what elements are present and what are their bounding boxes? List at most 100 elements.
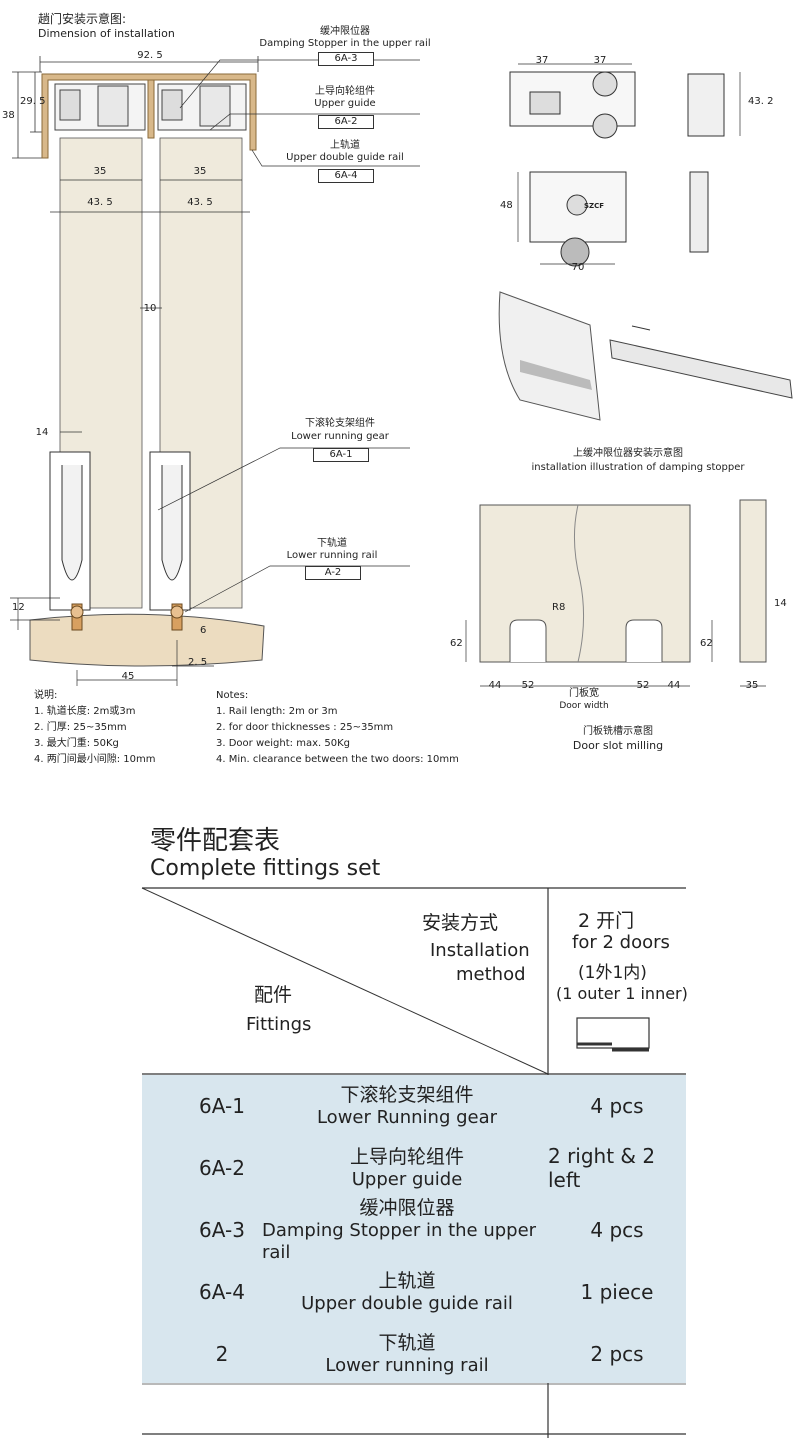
door-inner bbox=[159, 137, 243, 609]
slot-44-right: 44 bbox=[667, 680, 681, 691]
row-name-en: Damping Stopper in the upper rail bbox=[262, 1220, 537, 1263]
callout-6a3-en: Damping Stopper in the upper rail bbox=[259, 38, 431, 49]
header-method-en-1: Installation bbox=[430, 940, 530, 961]
floor bbox=[29, 613, 265, 667]
callout-6a4-en: Upper double guide rail bbox=[286, 152, 404, 163]
header-col-line2: for 2 doors bbox=[572, 932, 670, 953]
plate-side-view bbox=[689, 171, 709, 253]
row-qty: 4 pcs bbox=[590, 1218, 644, 1242]
dim-gear-width: 14 bbox=[35, 427, 49, 438]
stopper-install-illustration bbox=[498, 291, 601, 421]
callout-a2-zh: 下轨道 bbox=[317, 538, 347, 549]
row-name-en: Upper double guide rail bbox=[301, 1293, 513, 1314]
header-col-line4: (1 outer 1 inner) bbox=[556, 984, 688, 1003]
row-name: 上导向轮组件 Upper guide bbox=[262, 1137, 552, 1199]
fittings-title-en: Complete fittings set bbox=[150, 856, 381, 881]
slot-side-14: 14 bbox=[774, 598, 787, 609]
callout-6a1-en: Lower running gear bbox=[291, 431, 389, 442]
callout-6a2-en: Upper guide bbox=[314, 98, 376, 109]
callout-a2-code: A-2 bbox=[305, 566, 361, 580]
notes-en-item: 3. Door weight: max. 50Kg bbox=[216, 738, 350, 749]
notes-en-item: 1. Rail length: 2m or 3m bbox=[216, 706, 338, 717]
row-name: 上轨道 Upper double guide rail bbox=[262, 1261, 552, 1323]
row-name-en: Upper guide bbox=[351, 1169, 463, 1190]
dim-bottom-45: 45 bbox=[121, 671, 135, 682]
table-row: 6A-1 下滚轮支架组件 Lower Running gear 4 pcs bbox=[142, 1075, 686, 1137]
slot-44-left: 44 bbox=[488, 680, 502, 691]
slot-52-left: 52 bbox=[521, 680, 535, 691]
notes-en-item: 4. Min. clearance between the two doors:… bbox=[216, 754, 459, 765]
table-row: 2 下轨道 Lower running rail 2 pcs bbox=[142, 1323, 686, 1383]
slot-caption-en: Door slot milling bbox=[572, 739, 664, 752]
top-view-dim-b: 37 bbox=[593, 55, 607, 66]
plate-dim-w: 70 bbox=[571, 262, 585, 273]
stopper-side-view bbox=[687, 73, 725, 137]
plate-brand: SZCF bbox=[584, 202, 605, 210]
notes-zh-item: 3. 最大门重: 50Kg bbox=[34, 738, 119, 749]
dim-door-a: 35 bbox=[93, 166, 107, 177]
row-name: 下滚轮支架组件 Lower Running gear bbox=[262, 1075, 552, 1137]
top-view-dim-h: 43. 2 bbox=[748, 96, 774, 107]
row-qty: 1 piece bbox=[580, 1280, 654, 1304]
callout-6a3-zh: 缓冲限位器 bbox=[320, 26, 370, 37]
row-name-zh: 下滚轮支架组件 bbox=[340, 1084, 474, 1106]
callout-a2-en: Lower running rail bbox=[286, 550, 378, 561]
row-qty: 2 right & 2 left bbox=[548, 1144, 656, 1192]
installation-title-en: Dimension of installation bbox=[38, 27, 175, 40]
slot-62-right: 62 bbox=[700, 638, 713, 649]
notes-zh-title: 说明: bbox=[34, 690, 58, 701]
notes-en-title: Notes: bbox=[216, 690, 249, 701]
header-fittings-en: Fittings bbox=[246, 1014, 312, 1035]
fittings-table-section: 零件配套表 Complete fittings set 安装方式 Install… bbox=[0, 800, 800, 1438]
header-col-line3: (1外1内) bbox=[578, 963, 647, 983]
row-name-en: Lower running rail bbox=[325, 1355, 489, 1376]
row-name: 下轨道 Lower running rail bbox=[262, 1323, 552, 1385]
plate-dim-h: 48 bbox=[500, 200, 513, 211]
upper-rail bbox=[41, 73, 257, 159]
row-name-zh: 上导向轮组件 bbox=[349, 1146, 464, 1168]
notes-en-item: 2. for door thicknesses : 25~35mm bbox=[216, 722, 394, 733]
dim-height-inner: 29. 5 bbox=[20, 96, 46, 107]
stopper-caption-zh: 上缓冲限位器安装示意图 bbox=[573, 448, 683, 459]
door-slot-side bbox=[739, 499, 767, 663]
dim-rail-a: 43. 5 bbox=[87, 197, 113, 208]
dim-bottom-12: 12 bbox=[12, 602, 25, 613]
header-method-zh: 安装方式 bbox=[422, 912, 499, 934]
header-fittings-zh: 配件 bbox=[254, 984, 293, 1006]
slot-caption-zh: 门板铣槽示意图 bbox=[583, 726, 653, 737]
notes-zh-item: 2. 门厚: 25~35mm bbox=[34, 722, 127, 733]
table-row: 6A-4 上轨道 Upper double guide rail 1 piece bbox=[142, 1261, 686, 1323]
row-name-zh: 下轨道 bbox=[378, 1332, 436, 1354]
dim-door-b: 35 bbox=[193, 166, 207, 177]
dim-gap: 10 bbox=[143, 303, 157, 314]
row-code: 6A-4 bbox=[199, 1280, 245, 1304]
slot-side-35: 35 bbox=[745, 680, 759, 691]
row-code: 6A-1 bbox=[199, 1094, 245, 1118]
slot-door-width-en: Door width bbox=[559, 701, 609, 711]
notes-zh-item: 1. 轨道长度: 2m或3m bbox=[34, 706, 136, 717]
table-row: 6A-3 缓冲限位器 Damping Stopper in the upper … bbox=[142, 1197, 686, 1263]
installation-title-zh: 趟门安装示意图: bbox=[38, 12, 127, 26]
slot-62-left: 62 bbox=[450, 638, 463, 649]
row-qty: 2 pcs bbox=[590, 1342, 644, 1366]
callout-6a1-zh: 下滚轮支架组件 bbox=[305, 418, 375, 429]
stopper-caption-en: installation illustration of damping sto… bbox=[531, 462, 745, 473]
slot-52-right: 52 bbox=[636, 680, 650, 691]
two-door-symbol bbox=[576, 1017, 650, 1049]
row-name-zh: 缓冲限位器 bbox=[359, 1197, 455, 1219]
dim-bottom-6: 6 bbox=[200, 625, 207, 636]
row-name-zh: 上轨道 bbox=[378, 1270, 436, 1292]
callout-6a4-zh: 上轨道 bbox=[330, 140, 360, 151]
row-qty: 4 pcs bbox=[590, 1094, 644, 1118]
header-col-line1: 2 开门 bbox=[578, 910, 635, 932]
slot-r8: R8 bbox=[552, 602, 566, 613]
dim-rail-b: 43. 5 bbox=[187, 197, 213, 208]
row-name-en: Lower Running gear bbox=[316, 1107, 498, 1128]
callout-6a3-code: 6A-3 bbox=[318, 52, 374, 66]
slot-door-width-zh: 门板宽 bbox=[569, 688, 599, 699]
row-code: 6A-3 bbox=[199, 1218, 245, 1242]
row-name: 缓冲限位器 Damping Stopper in the upper rail bbox=[262, 1197, 552, 1263]
dim-width-total: 92. 5 bbox=[137, 50, 163, 61]
notes-zh-item: 4. 两门间最小间隙: 10mm bbox=[34, 754, 156, 765]
table-row: 6A-2 上导向轮组件 Upper guide 2 right & 2 left bbox=[142, 1137, 686, 1199]
